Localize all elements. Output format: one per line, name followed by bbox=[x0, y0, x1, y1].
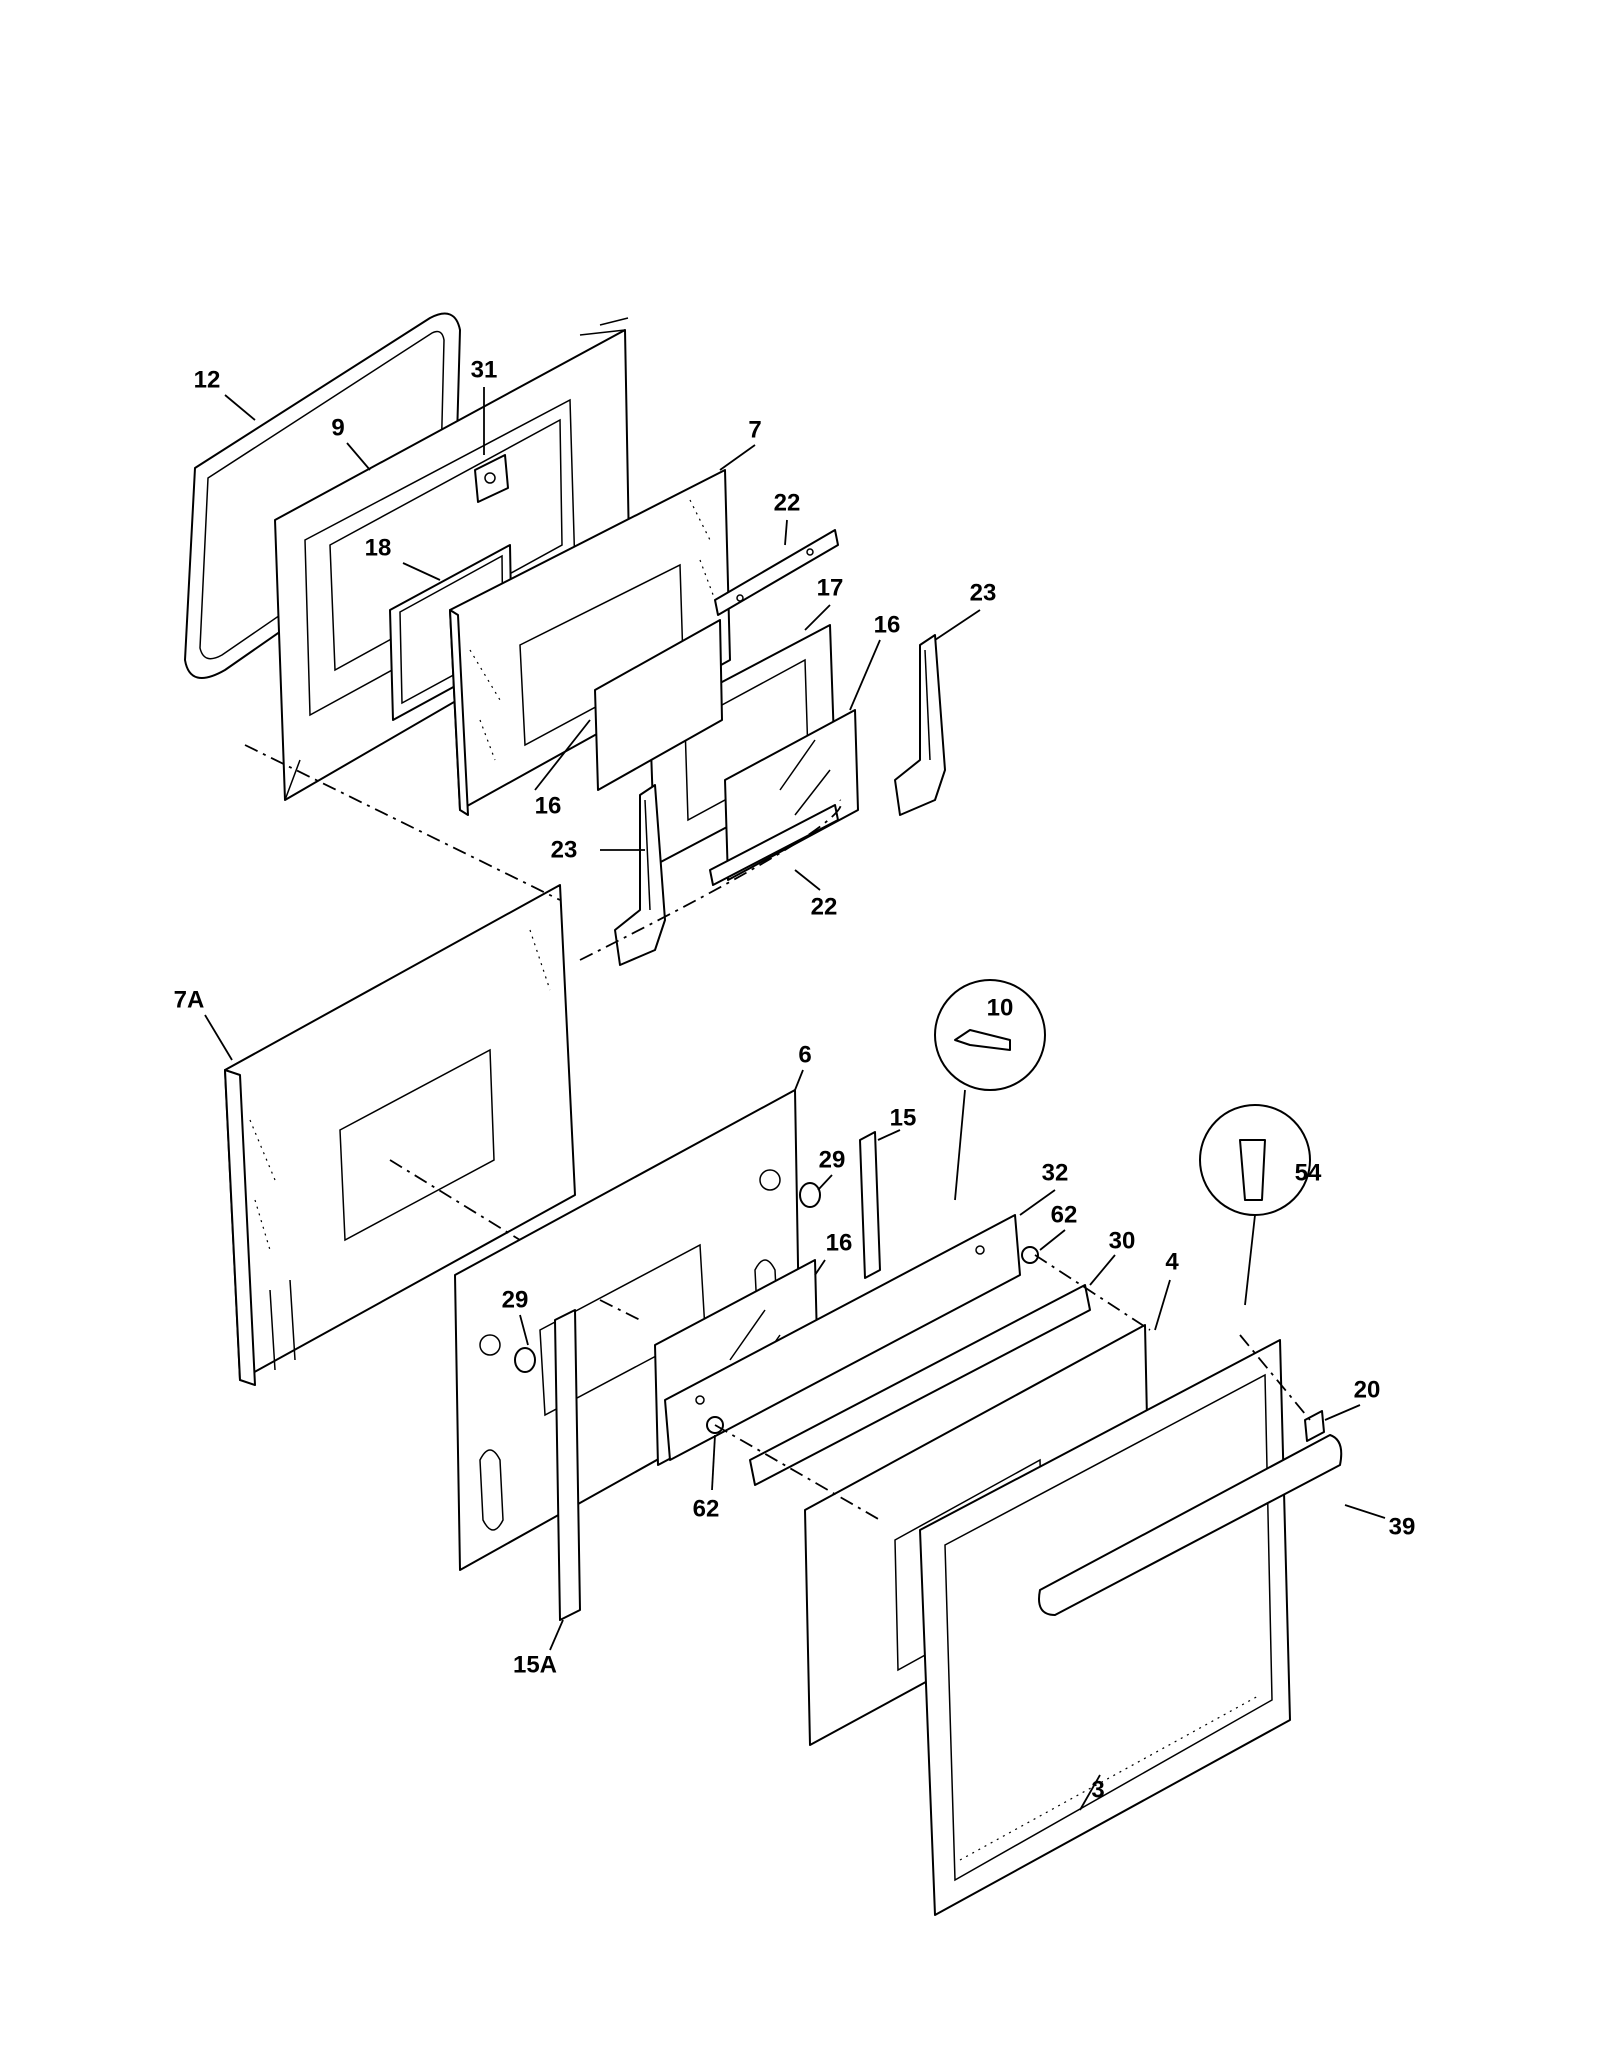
callout-23-right: 23 bbox=[970, 580, 997, 607]
callout-20: 20 bbox=[1354, 1377, 1381, 1404]
callout-7: 7 bbox=[748, 417, 761, 444]
part-32-glass-bracket bbox=[664, 1214, 1021, 1461]
part-62-spacer-upper bbox=[1021, 1246, 1039, 1264]
part-22-lower-bracket bbox=[709, 804, 839, 886]
part-54-screw-detail bbox=[1199, 1104, 1311, 1306]
part-16-glass-upper-left bbox=[594, 619, 723, 791]
callout-7A: 7A bbox=[174, 987, 205, 1014]
part-7A-insulation bbox=[224, 884, 576, 1386]
part-20-handle-cap bbox=[1304, 1410, 1325, 1442]
callout-31: 31 bbox=[471, 357, 498, 384]
callout-29-upper: 29 bbox=[819, 1147, 846, 1174]
part-23-hinge-left bbox=[614, 784, 666, 966]
callout-39: 39 bbox=[1389, 1514, 1416, 1541]
callout-labels: 12 31 9 7 22 18 17 23 16 16 23 22 10 7A … bbox=[174, 357, 1416, 1804]
callout-16-left: 16 bbox=[535, 793, 562, 820]
callout-22-upper: 22 bbox=[774, 490, 801, 517]
callout-23-left: 23 bbox=[551, 837, 578, 864]
part-3-door-frame bbox=[919, 1339, 1291, 1916]
part-15-side-channel bbox=[859, 1131, 881, 1279]
callout-3: 3 bbox=[1091, 1777, 1104, 1804]
callout-16-middle: 16 bbox=[826, 1230, 853, 1257]
part-29-bumper-upper bbox=[799, 1182, 821, 1208]
part-23-hinge-right bbox=[894, 634, 946, 816]
callout-30: 30 bbox=[1109, 1228, 1136, 1255]
callout-62-lower: 62 bbox=[693, 1496, 720, 1523]
callout-62-upper: 62 bbox=[1051, 1202, 1078, 1229]
part-39-handle bbox=[1038, 1434, 1343, 1616]
callout-22-lower: 22 bbox=[811, 894, 838, 921]
callout-29-lower: 29 bbox=[502, 1287, 529, 1314]
callout-32: 32 bbox=[1042, 1160, 1069, 1187]
callout-54: 54 bbox=[1295, 1160, 1322, 1187]
leader-lines bbox=[204, 387, 1386, 1811]
callout-17: 17 bbox=[817, 575, 844, 602]
part-29-bumper-lower bbox=[514, 1347, 536, 1373]
callout-6: 6 bbox=[798, 1042, 811, 1069]
callout-4: 4 bbox=[1165, 1249, 1179, 1276]
assembly-lines bbox=[244, 744, 1311, 1521]
callout-18: 18 bbox=[365, 535, 392, 562]
part-15A-side-channel bbox=[554, 1309, 581, 1621]
part-10-screw-detail bbox=[934, 979, 1046, 1201]
part-30-trim bbox=[749, 1284, 1091, 1486]
callout-10: 10 bbox=[987, 995, 1014, 1022]
callout-15: 15 bbox=[890, 1105, 917, 1132]
callout-16-right: 16 bbox=[874, 612, 901, 639]
callout-12: 12 bbox=[194, 367, 221, 394]
callout-9: 9 bbox=[331, 415, 344, 442]
part-31-clip bbox=[474, 454, 509, 503]
part-22-upper-bracket bbox=[714, 529, 839, 616]
part-7-insulation bbox=[449, 469, 731, 816]
callout-15A: 15A bbox=[513, 1652, 557, 1679]
part-16-glass-upper-right bbox=[724, 709, 859, 881]
